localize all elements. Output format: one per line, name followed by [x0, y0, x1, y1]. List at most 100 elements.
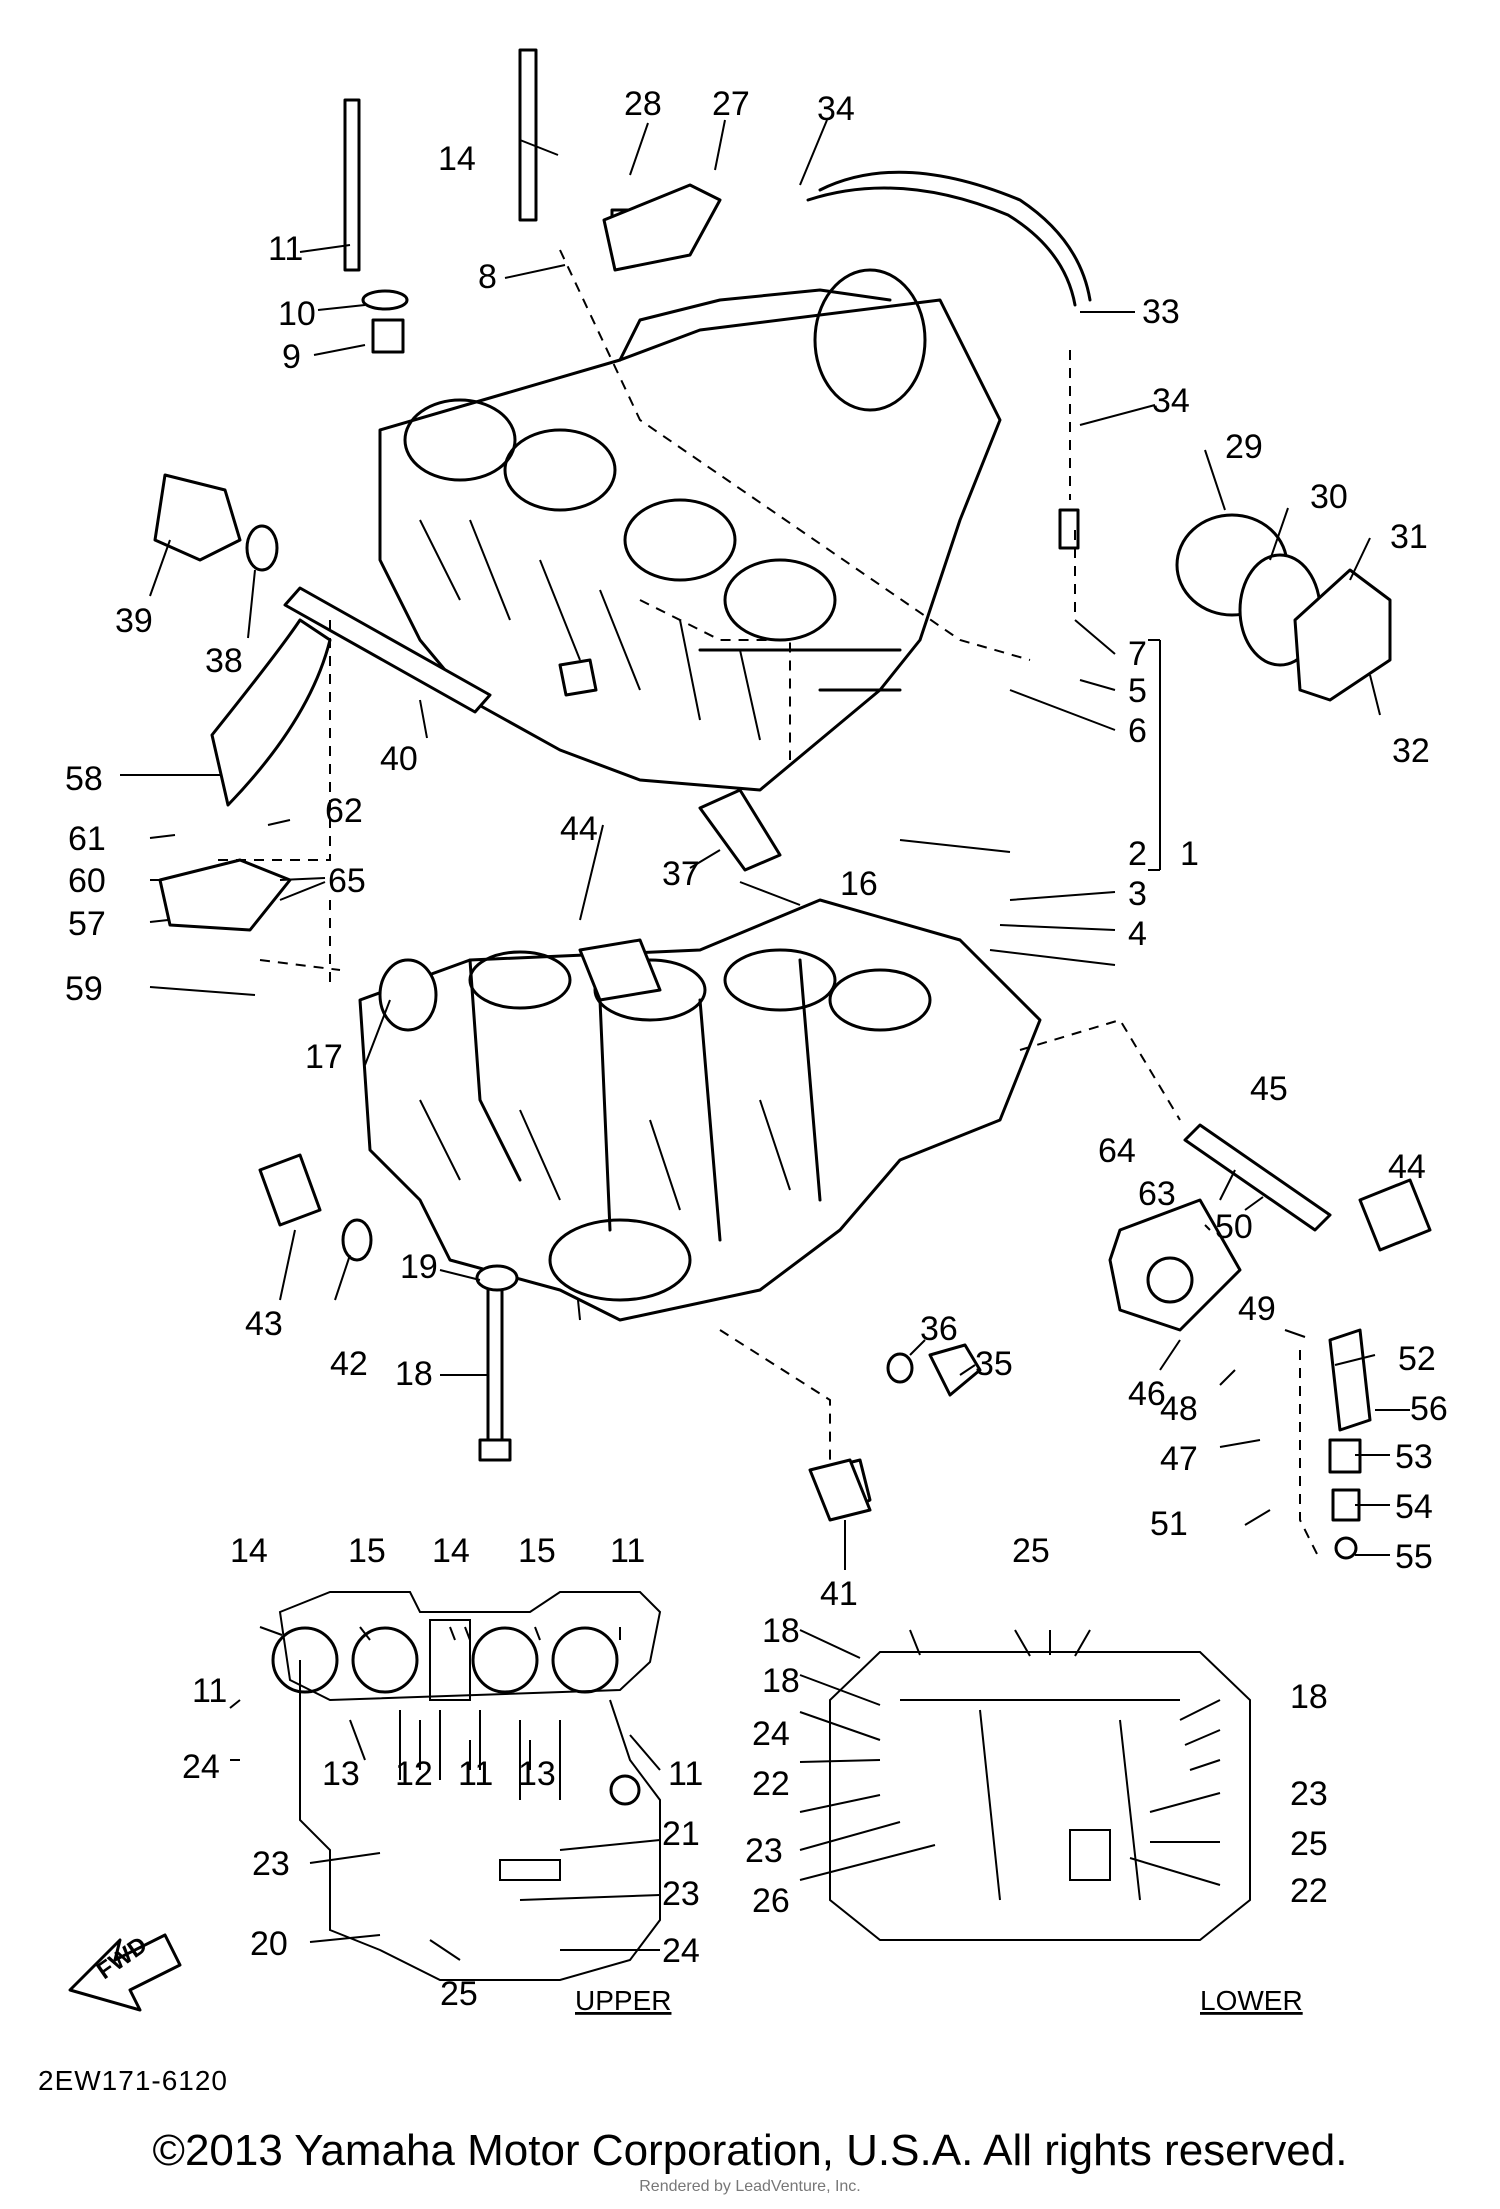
callout-19: 19 — [400, 1248, 438, 1286]
upper-label-20: 20 — [250, 1925, 288, 1963]
callout-34: 34 — [817, 90, 855, 128]
callout-4: 4 — [1128, 915, 1147, 953]
lower-view-title: LOWER — [1200, 1985, 1303, 2016]
callout-65: 65 — [328, 862, 366, 900]
callout-64: 64 — [1098, 1132, 1136, 1170]
oil-pump-cover-and-brackets — [158, 183, 1242, 1332]
upper-label-24-a: 24 — [182, 1748, 220, 1786]
lower-crankcase — [358, 898, 1042, 1322]
callout-45: 45 — [1250, 1070, 1288, 1108]
callout-6: 6 — [1128, 712, 1147, 750]
callout-44: 44 — [560, 810, 598, 848]
lower-label-23-b: 23 — [745, 1832, 783, 1870]
upper-label-24-b: 24 — [662, 1932, 700, 1970]
callout-60: 60 — [68, 862, 106, 900]
leader-lines — [120, 119, 1410, 1570]
callout-52: 52 — [1398, 1340, 1436, 1378]
callout-47: 47 — [1160, 1440, 1198, 1478]
upper-label-15-a: 15 — [348, 1532, 386, 1570]
lower-label-22-a: 22 — [752, 1765, 790, 1803]
copyright-notice: ©2013 Yamaha Motor Corporation, U.S.A. A… — [152, 2126, 1348, 2175]
callout-49: 49 — [1238, 1290, 1276, 1328]
lower-label-23-a: 23 — [1290, 1775, 1328, 1813]
callout-2: 2 — [1128, 835, 1147, 873]
callout-58: 58 — [65, 760, 103, 798]
callout-43: 43 — [245, 1305, 283, 1343]
callout-5: 5 — [1128, 672, 1147, 710]
callout-41: 41 — [820, 1575, 858, 1613]
dashed-assembly-lines — [210, 249, 1321, 1561]
callout-53: 53 — [1395, 1438, 1433, 1476]
upper-label-11-c: 11 — [458, 1755, 493, 1793]
upper-view-labels: 14 15 14 15 11 11 24 13 12 11 13 11 21 2… — [92, 1532, 703, 2016]
callout-11: 11 — [268, 230, 303, 268]
callout-51: 51 — [1150, 1505, 1188, 1543]
upper-label-23-a: 23 — [252, 1845, 290, 1883]
upper-label-12: 12 — [395, 1755, 433, 1793]
upper-label-13-a: 13 — [322, 1755, 360, 1793]
lower-label-18-b: 18 — [762, 1662, 800, 1700]
lower-label-18-a: 18 — [762, 1612, 800, 1650]
upper-label-23-b: 23 — [662, 1875, 700, 1913]
upper-label-25: 25 — [440, 1975, 478, 2013]
callout-61: 61 — [68, 820, 106, 858]
callout-29: 29 — [1225, 428, 1263, 466]
upper-label-11-a: 11 — [610, 1532, 645, 1570]
callout-39: 39 — [115, 602, 153, 640]
callout-35: 35 — [975, 1345, 1013, 1383]
lower-label-25-a: 25 — [1012, 1532, 1050, 1570]
callout-10: 10 — [278, 295, 316, 333]
watermark: Rendered by LeadVenture, Inc. — [639, 2178, 861, 2195]
upper-label-21: 21 — [662, 1815, 700, 1853]
upper-label-11-b: 11 — [192, 1672, 227, 1710]
callout-32: 32 — [1392, 732, 1430, 770]
callout-34-b: 34 — [1152, 382, 1190, 420]
callout-3: 3 — [1128, 875, 1147, 913]
upper-view-title: UPPER — [575, 1985, 671, 2016]
fwd-arrow — [68, 1933, 182, 2012]
callout-8: 8 — [478, 258, 497, 296]
diagram-code: 2EW171-6120 — [38, 2065, 228, 2096]
upper-label-13-b: 13 — [518, 1755, 556, 1793]
callout-27: 27 — [712, 85, 750, 123]
callout-62: 62 — [325, 792, 363, 830]
o-rings-and-plugs — [153, 289, 1432, 1560]
callout-16: 16 — [840, 865, 878, 903]
callout-9: 9 — [282, 338, 301, 376]
callout-63: 63 — [1138, 1175, 1176, 1213]
lower-label-22-b: 22 — [1290, 1872, 1328, 1910]
callout-33: 33 — [1142, 293, 1180, 331]
upper-label-15-b: 15 — [518, 1532, 556, 1570]
callout-30: 30 — [1310, 478, 1348, 516]
upper-label-14-b: 14 — [432, 1532, 470, 1570]
callout-36: 36 — [920, 1310, 958, 1348]
callout-18: 18 — [395, 1355, 433, 1393]
callout-40: 40 — [380, 740, 418, 778]
callout-14: 14 — [438, 140, 476, 178]
callout-59: 59 — [65, 970, 103, 1008]
upper-bolt-pattern-view — [68, 1591, 662, 2012]
callout-28: 28 — [624, 85, 662, 123]
callout-37: 37 — [662, 855, 700, 893]
lower-label-25-b: 25 — [1290, 1825, 1328, 1863]
lower-label-18-c: 18 — [1290, 1678, 1328, 1716]
callout-50: 50 — [1215, 1208, 1253, 1246]
studs-and-bolts — [343, 48, 638, 1462]
callout-56: 56 — [1410, 1390, 1448, 1428]
callout-54: 54 — [1395, 1488, 1433, 1526]
lower-bolt-pattern-view — [799, 1629, 1251, 1941]
callout-1: 1 — [1180, 835, 1199, 873]
callout-31: 31 — [1390, 518, 1428, 556]
upper-label-14-a: 14 — [230, 1532, 268, 1570]
callout-44-b: 44 — [1388, 1148, 1426, 1186]
lower-label-26: 26 — [752, 1882, 790, 1920]
callout-46: 46 — [1128, 1375, 1166, 1413]
callout-numbers: 28 27 34 14 11 8 10 9 33 34 29 30 31 32 … — [65, 85, 1448, 1613]
callout-57: 57 — [68, 905, 106, 943]
callout-48: 48 — [1160, 1390, 1198, 1428]
callout-42: 42 — [330, 1345, 368, 1383]
callout-17: 17 — [305, 1038, 343, 1076]
lower-label-24: 24 — [752, 1715, 790, 1753]
upper-label-11-d: 11 — [668, 1755, 703, 1793]
